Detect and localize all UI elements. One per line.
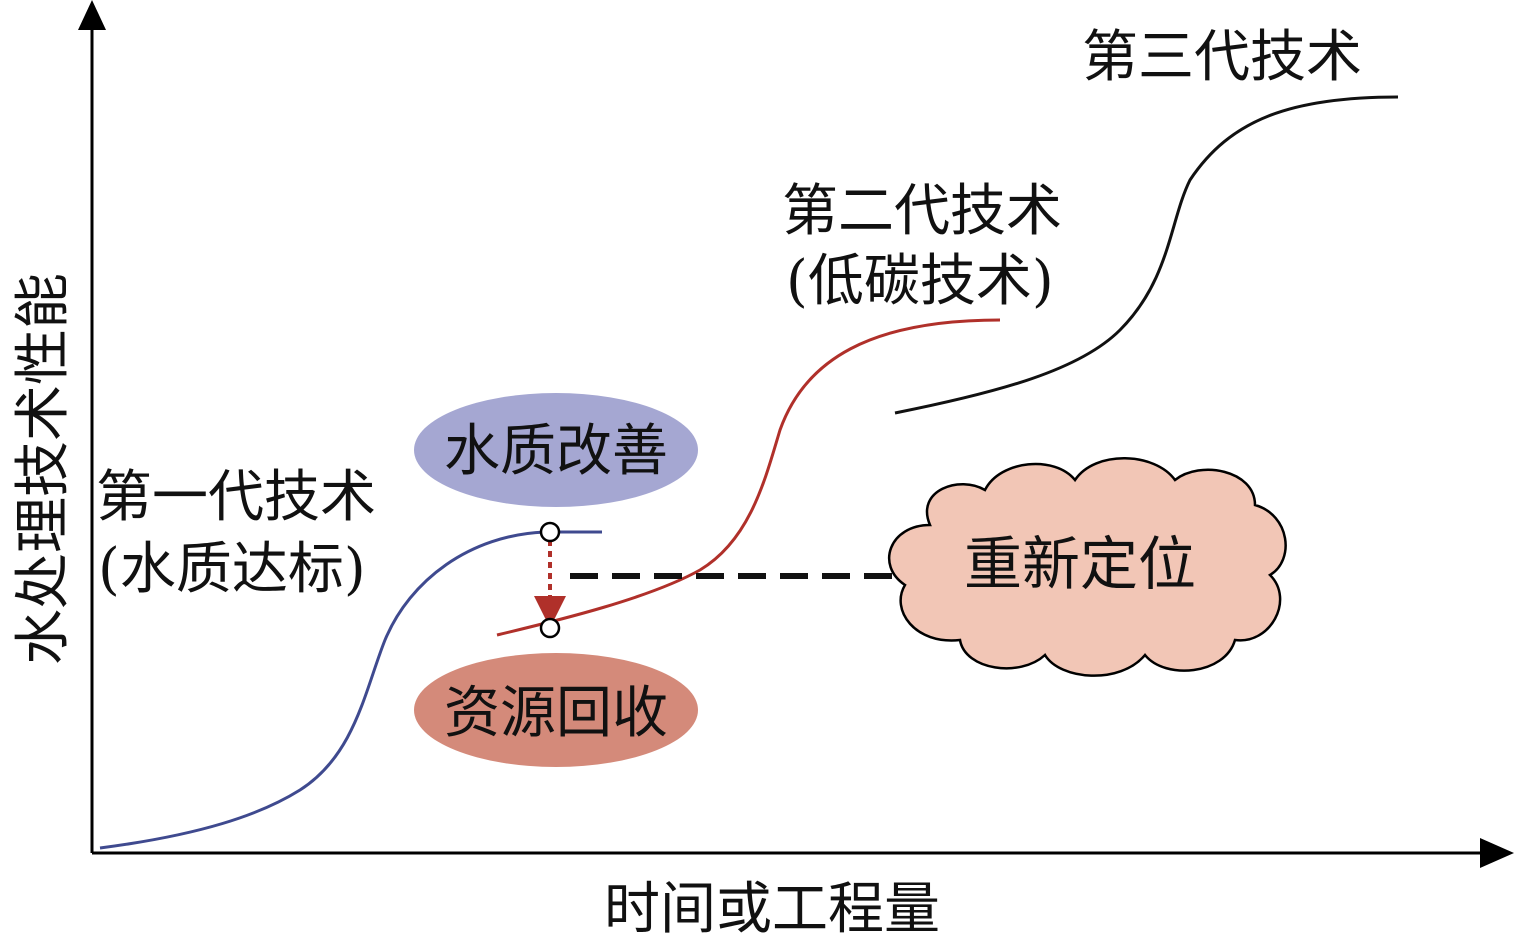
first-generation-curve	[99, 530, 602, 850]
repositioning-cloud	[887, 457, 1287, 677]
resource-recovery-label: 资源回收	[444, 681, 668, 746]
resource-recovery-bubble	[414, 653, 698, 767]
water-quality-bubble	[414, 393, 698, 507]
first-generation-title: 第一代技术	[96, 465, 376, 530]
first-generation-subtitle: (水质达标)	[98, 537, 366, 602]
first-generation-endpoint	[539, 521, 561, 543]
y-axis-label: 水处理技术性能	[11, 273, 76, 665]
third-generation-curve	[894, 95, 1399, 415]
x-axis-label: 时间或工程量	[604, 877, 940, 941]
x-axis-arrowhead	[1480, 838, 1514, 868]
y-axis-arrowhead	[78, 0, 106, 30]
second-generation-startpoint	[539, 617, 561, 639]
water-quality-label: 水质改善	[444, 419, 668, 484]
second-generation-title: 第二代技术	[782, 179, 1062, 244]
repositioning-label: 重新定位	[964, 530, 1196, 598]
second-generation-curve	[496, 318, 1001, 637]
second-generation-subtitle: (低碳技术)	[786, 249, 1054, 314]
third-generation-title: 第三代技术	[1082, 25, 1362, 90]
